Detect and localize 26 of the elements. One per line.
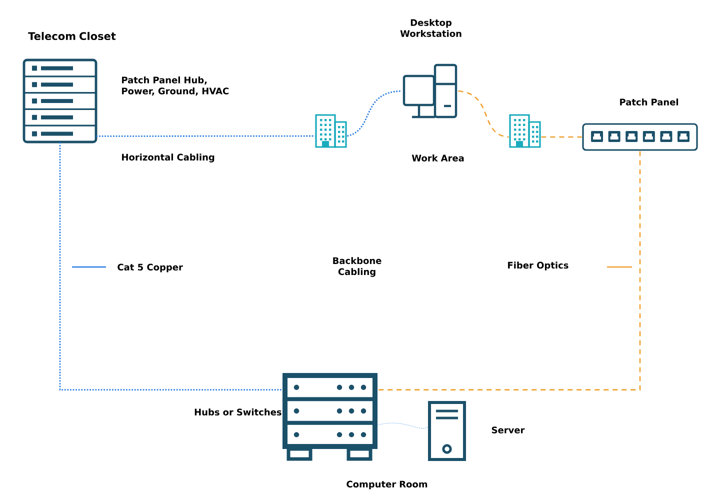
legend-label: Fiber Optics — [508, 262, 568, 270]
rack-icon — [22, 58, 98, 144]
node-label: Desktop Workstation — [400, 19, 462, 37]
cable-line — [541, 136, 582, 138]
node-label: Telecom Closet — [28, 32, 116, 40]
label: Backbone Cabling — [333, 257, 382, 277]
computer-icon — [402, 64, 458, 118]
cable-line — [377, 422, 428, 429]
cable-line — [346, 90, 402, 137]
building-icon — [509, 114, 541, 148]
node-label: Server — [492, 426, 525, 434]
legend-label: Cat 5 Copper — [118, 264, 183, 272]
cable-line — [96, 135, 315, 137]
cable-line — [458, 90, 509, 138]
building-icon — [315, 114, 347, 148]
label: Patch Panel Hub, Power, Ground, HVAC — [122, 76, 229, 96]
cable-line — [59, 142, 282, 390]
cable-line — [378, 151, 641, 390]
label: Computer Room — [346, 480, 428, 490]
rack-icon — [282, 373, 378, 461]
node-label: Patch Panel — [620, 98, 678, 106]
server-icon — [428, 401, 466, 461]
node-label: Hubs or Switches — [194, 408, 282, 416]
patch-panel-icon — [582, 123, 698, 151]
label: Work Area — [412, 154, 464, 162]
label: Horizontal Cabling — [122, 154, 214, 162]
